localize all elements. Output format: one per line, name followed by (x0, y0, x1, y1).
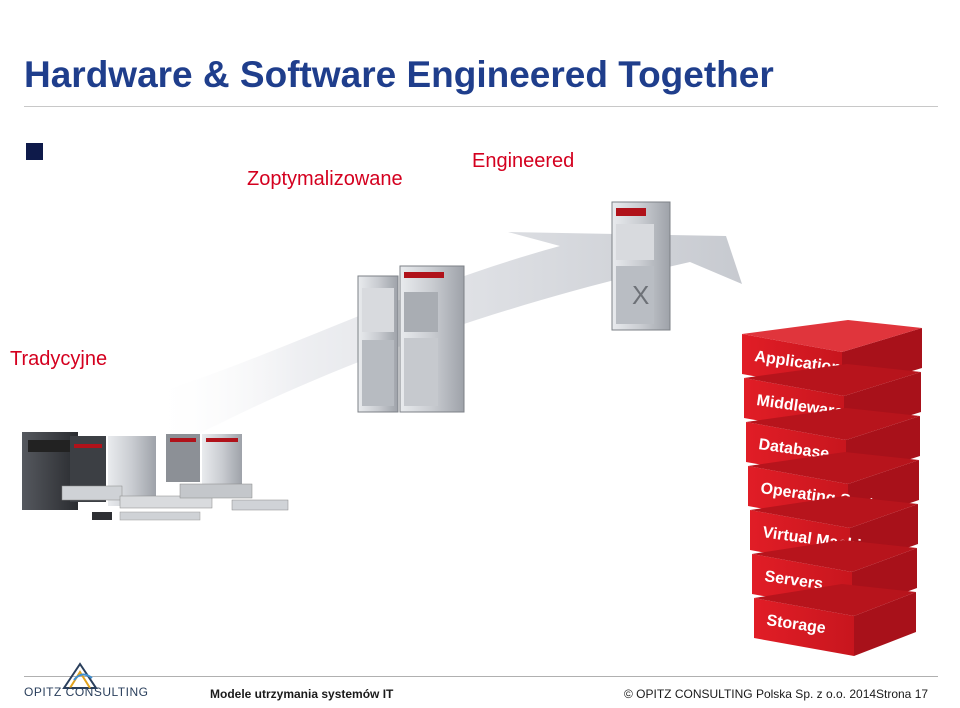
engineered-system-image: X (611, 201, 671, 331)
logo-text: OPITZ CONSULTING (24, 685, 149, 699)
footer-copyright: © OPITZ CONSULTING Polska Sp. z o.o. 201… (624, 687, 877, 701)
optimized-racks-image (357, 265, 465, 413)
traditional-hardware-image (22, 432, 289, 521)
opitz-logo (62, 662, 98, 689)
slide-title: Hardware & Software Engineered Together (24, 54, 774, 95)
bullet-square (26, 143, 43, 160)
page-number: Strona 17 (876, 687, 929, 701)
label-engineered: Engineered (472, 150, 575, 172)
x-badge: X (632, 280, 649, 310)
stack-layer: Storage (754, 584, 916, 656)
label-traditional: Tradycyjne (10, 348, 108, 370)
footer-divider (24, 676, 938, 677)
label-optimized: Zoptymalizowane (247, 168, 403, 190)
software-stack-image: ApplicationsMiddlewareDatabaseOperating … (742, 320, 922, 656)
footer-topic: Modele utrzymania systemów IT (210, 687, 394, 701)
growth-arrow (150, 232, 742, 460)
title-divider (24, 106, 938, 107)
